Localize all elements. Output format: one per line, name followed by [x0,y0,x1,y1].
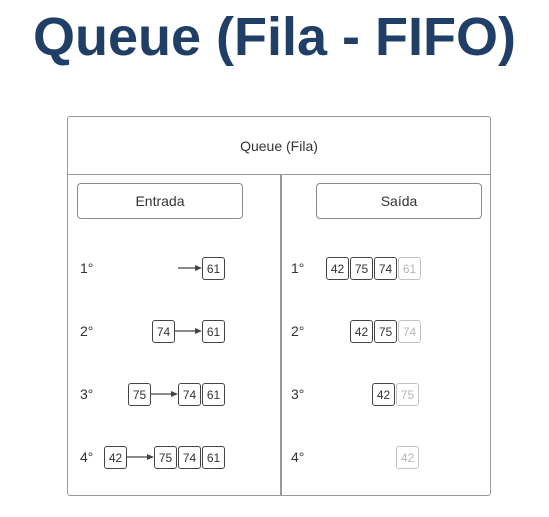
saida-box: 75 [374,320,397,343]
entrada-arrow-4 [127,454,154,460]
entrada-step-4: 4° [80,449,94,465]
entrada-step-1: 1° [80,260,94,276]
entrada-box: 75 [154,446,177,469]
entrada-box: 61 [202,257,225,280]
entrada-arrow-2 [175,328,202,334]
saida-removed-box: 42 [396,446,419,469]
saida-box: 74 [374,257,397,280]
saida-box: 42 [350,320,373,343]
saida-step-4: 4° [291,449,305,465]
entrada-step-3: 3° [80,386,94,402]
entrada-step-2: 2° [80,323,94,339]
saida-label: Saída [316,183,482,219]
diagram-header: Queue (Fila) [68,117,490,175]
entrada-box: 61 [202,320,225,343]
entrada-arrow-3 [151,391,178,397]
entrada-box: 61 [202,383,225,406]
page-title: Queue (Fila - FIFO) [33,7,516,67]
entrada-incoming-box: 75 [128,383,151,406]
saida-removed-box: 61 [398,257,421,280]
saida-step-2: 2° [291,323,305,339]
column-divider [280,175,282,495]
saida-removed-box: 74 [398,320,421,343]
saida-step-3: 3° [291,386,305,402]
entrada-label: Entrada [77,183,243,219]
entrada-box: 74 [178,383,201,406]
entrada-arrow-1 [178,265,202,271]
entrada-box: 61 [202,446,225,469]
saida-step-1: 1° [291,260,305,276]
entrada-incoming-box: 42 [104,446,127,469]
saida-removed-box: 75 [396,383,419,406]
queue-diagram: Queue (Fila) Entrada Saída 1° 61 2° 74 6… [67,116,491,496]
saida-box: 42 [326,257,349,280]
entrada-incoming-box: 74 [152,320,175,343]
entrada-box: 74 [178,446,201,469]
saida-box: 75 [350,257,373,280]
saida-box: 42 [372,383,395,406]
